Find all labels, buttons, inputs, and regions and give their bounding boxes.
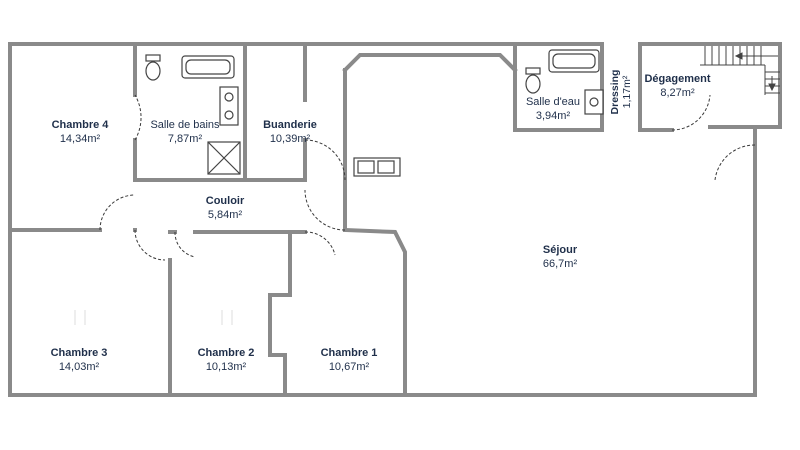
window-marks [74, 310, 233, 325]
room-area: 10,67m² [328, 361, 370, 373]
toilet-icon [525, 67, 541, 75]
wall-dressing-right [638, 42, 674, 132]
door-chambre2 [174, 231, 196, 258]
room-couloir: Couloir 5,84m² [195, 194, 255, 222]
walls [8, 42, 782, 397]
door-degagement-in [671, 94, 711, 131]
room-chambre2: Chambre 2 10,13m² [195, 346, 257, 374]
room-name: Chambre 3 [50, 347, 108, 359]
room-area: 14,03m² [58, 361, 100, 373]
door-chambre1 [304, 231, 336, 256]
wall-sde-left [513, 42, 602, 132]
room-dressing: Dressing 1,17m² [609, 65, 633, 119]
wall-sejour-angle [342, 53, 518, 73]
toilet-icon [145, 54, 161, 62]
wall-sejour-angle-lower [342, 227, 407, 397]
room-sejour: Séjour 66,7m² [530, 243, 590, 271]
room-name: Chambre 2 [197, 347, 255, 359]
room-buanderie: Buanderie 10,39m² [255, 118, 325, 146]
room-area: 14,34m² [59, 133, 101, 145]
room-chambre4: Chambre 4 14,34m² [50, 118, 110, 146]
room-area: 10,13m² [205, 361, 247, 373]
door-couloir-sejour [304, 189, 346, 231]
room-name: Chambre 1 [320, 347, 378, 359]
room-chambre1: Chambre 1 10,67m² [318, 346, 380, 374]
room-name: Salle de bains [150, 119, 220, 131]
staircase-icon [700, 46, 780, 95]
room-salle-deau: Salle d'eau 3,94m² [518, 95, 588, 123]
room-name: Chambre 4 [51, 119, 109, 131]
wall-chambre2-1-top [268, 230, 292, 397]
doors [99, 94, 756, 261]
fixtures [145, 49, 604, 177]
room-area: 1,17m² [621, 75, 633, 109]
room-salle-de-bains: Salle de bains 7,87m² [140, 118, 230, 146]
door-chambre3 [134, 229, 166, 261]
outer-wall-top-far [638, 42, 782, 129]
room-name: Séjour [542, 244, 578, 256]
door-buanderie [304, 139, 346, 181]
bathtub-icon [548, 49, 600, 73]
door-sdb [134, 94, 142, 141]
room-name: Couloir [205, 195, 245, 207]
room-name: Dressing [609, 69, 621, 115]
door-sejour-degagement [714, 144, 756, 181]
room-degagement: Dégagement 8,27m² [640, 72, 715, 100]
bathtub-icon [181, 55, 235, 79]
room-area: 10,39m² [269, 133, 311, 145]
room-area: 66,7m² [542, 258, 578, 270]
room-chambre3: Chambre 3 14,03m² [48, 346, 110, 374]
door-chambre4 [99, 194, 136, 231]
room-area: 5,84m² [207, 209, 243, 221]
room-name: Buanderie [263, 119, 317, 131]
room-area: 3,94m² [535, 110, 571, 122]
room-area: 8,27m² [660, 87, 695, 99]
room-name: Dégagement [644, 73, 711, 85]
room-area: 7,87m² [167, 133, 203, 145]
room-name: Salle d'eau [525, 96, 581, 108]
